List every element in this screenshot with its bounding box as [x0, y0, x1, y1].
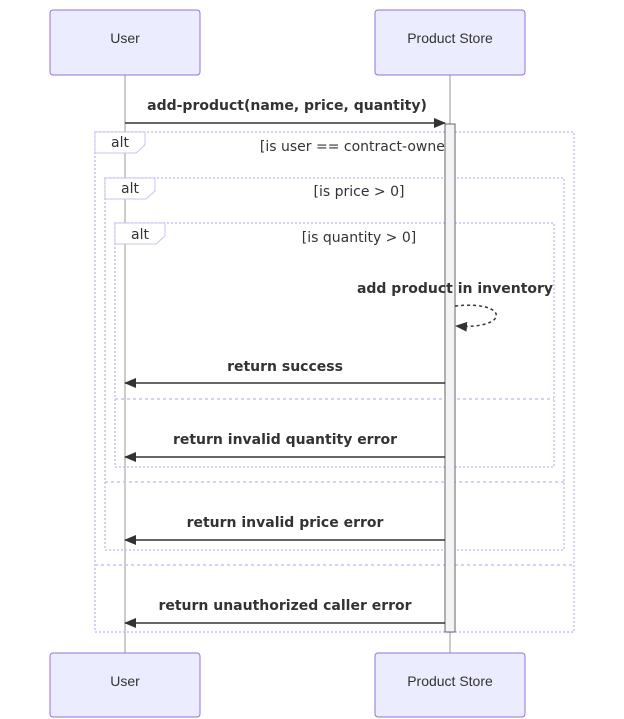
- actor-product-store-top: Product Store: [374, 9, 526, 76]
- alt-condition-price: [is price > 0]: [314, 184, 405, 200]
- alt-frame-price: alt [is price > 0]: [104, 177, 565, 551]
- alt-tag-label: alt: [111, 135, 129, 151]
- actor-label: Product Store: [407, 30, 493, 46]
- message-invalid-price: return invalid price error: [124, 515, 445, 545]
- actor-label: Product Store: [407, 673, 493, 689]
- message-label: return invalid quantity error: [173, 432, 397, 448]
- alt-tag: [94, 131, 146, 154]
- alt-tag: [104, 177, 156, 200]
- message-label: return success: [227, 359, 343, 375]
- message-label: add product in inventory: [357, 281, 553, 297]
- alt-frame-owner: alt [is user == contract-owner]: [94, 131, 575, 633]
- actor-user-top: User: [49, 9, 201, 76]
- alt-frame-quantity: alt [is quantity > 0]: [114, 222, 555, 468]
- actor-product-store-bottom: Product Store: [374, 652, 526, 718]
- alt-condition-quantity: [is quantity > 0]: [302, 230, 416, 246]
- message-invalid-quantity: return invalid quantity error: [124, 432, 445, 462]
- self-message-arrow: [454, 304, 498, 332]
- message-label: add-product(name, price, quantity): [147, 98, 427, 114]
- actor-label: User: [110, 30, 140, 46]
- message-label: return unauthorized caller error: [158, 598, 411, 614]
- message-label: return invalid price error: [187, 515, 384, 531]
- message-unauthorized: return unauthorized caller error: [124, 598, 445, 628]
- actor-label: User: [110, 673, 140, 689]
- alt-tag-label: alt: [121, 181, 139, 197]
- message-add-product: add-product(name, price, quantity): [125, 98, 446, 128]
- alt-tag: [114, 222, 166, 245]
- alt-condition-owner: [is user == contract-owner]: [260, 139, 456, 155]
- message-return-success: return success: [124, 359, 445, 388]
- actor-user-bottom: User: [49, 652, 201, 718]
- message-add-inventory: add product in inventory: [357, 281, 553, 332]
- activation-bar: [444, 123, 456, 633]
- alt-tag-label: alt: [131, 227, 149, 243]
